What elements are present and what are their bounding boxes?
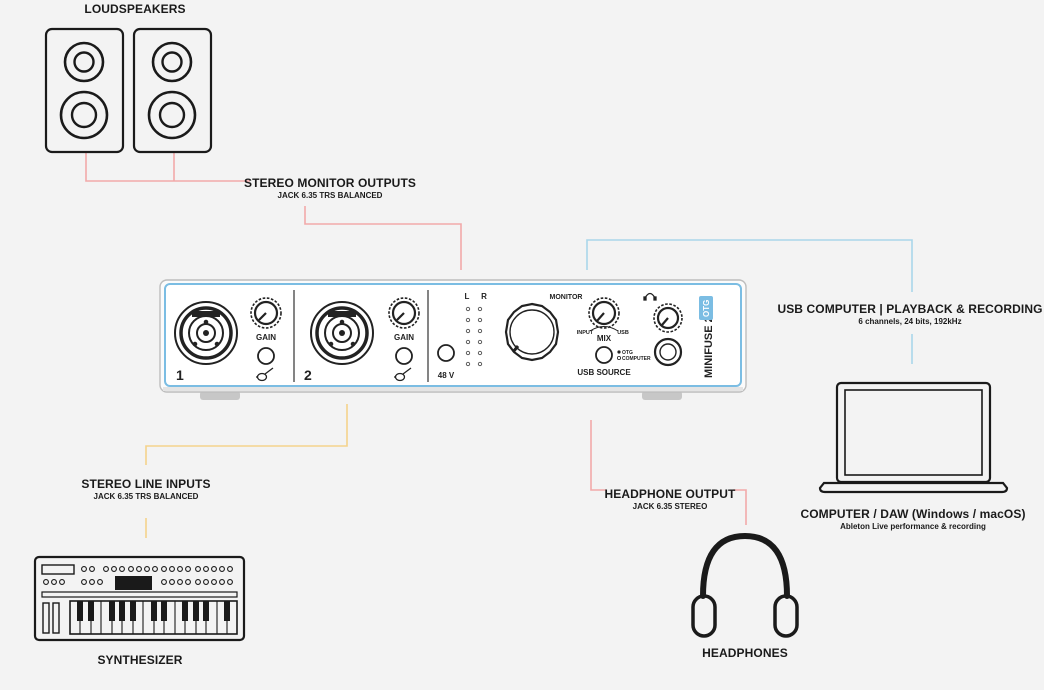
otg-indicator — [617, 350, 621, 354]
headphone-output-label: HEADPHONE OUTPUT JACK 6.35 STEREO — [600, 488, 740, 511]
mix-knob[interactable] — [588, 297, 620, 332]
laptop-icon — [818, 381, 1009, 494]
headphones-icon — [691, 532, 799, 638]
phantom-power-label: 48 V — [438, 371, 455, 380]
monitor-output-lines — [85, 152, 747, 525]
gain-knob-1[interactable] — [250, 297, 282, 329]
headphones-label: HEADPHONES — [685, 647, 805, 659]
usb-computer-title: USB COMPUTER | PLAYBACK & RECORDING — [777, 302, 1043, 316]
stereo-monitor-outputs-title: STEREO MONITOR OUTPUTS — [244, 176, 416, 190]
headphone-jack[interactable] — [653, 337, 683, 367]
mix-input-label: INPUT — [577, 330, 594, 336]
audio-interface: GAIN 1 GAIN — [159, 279, 747, 400]
meter-label-right: R — [481, 292, 487, 301]
channel-number-1: 1 — [176, 367, 184, 383]
loudspeakers-title: LOUDSPEAKERS — [84, 2, 186, 16]
monitor-label: MONITOR — [550, 294, 583, 301]
usb-computer-subtitle: 6 channels, 24 bits, 192kHz — [858, 317, 962, 326]
synthesizer-icon — [33, 555, 246, 642]
level-meter — [465, 306, 483, 367]
loudspeakers-label: LOUDSPEAKERS — [70, 3, 200, 15]
mix-usb-label: USB — [617, 330, 629, 336]
brand-badge-text: OTG — [702, 300, 711, 317]
stereo-line-inputs-label: STEREO LINE INPUTS JACK 6.35 TRS BALANCE… — [66, 478, 226, 501]
instrument-button-1[interactable] — [257, 347, 275, 365]
stereo-monitor-outputs-label: STEREO MONITOR OUTPUTS JACK 6.35 TRS BAL… — [230, 177, 430, 200]
loudspeaker-icon — [132, 27, 213, 154]
combo-input-1[interactable] — [174, 301, 238, 365]
gain-label-2: GAIN — [394, 333, 414, 342]
brand-badge — [699, 296, 713, 320]
usb-source-label: USB SOURCE — [577, 368, 631, 377]
synthesizer-label: SYNTHESIZER — [80, 654, 200, 666]
usb-computer-label: USB COMPUTER | PLAYBACK & RECORDING 6 ch… — [775, 303, 1044, 326]
headphone-output-subtitle: JACK 6.35 STEREO — [632, 502, 708, 511]
headphone-knob[interactable] — [653, 303, 683, 333]
instrument-button-2[interactable] — [395, 347, 413, 365]
mix-label: MIX — [597, 334, 612, 343]
channel-number-2: 2 — [304, 367, 312, 383]
phantom-power-button[interactable] — [437, 344, 455, 362]
stereo-monitor-outputs-subtitle: JACK 6.35 TRS BALANCED — [277, 191, 383, 200]
brand-name: MINIFUSE 2 — [703, 316, 715, 378]
computer-daw-subtitle: Ableton Live performance & recording — [840, 522, 986, 531]
gain-knob-2[interactable] — [388, 297, 420, 329]
stereo-line-inputs-title: STEREO LINE INPUTS — [81, 477, 211, 491]
computer-daw-title: COMPUTER / DAW (Windows / macOS) — [800, 507, 1026, 521]
headphone-output-title: HEADPHONE OUTPUT — [604, 487, 736, 501]
combo-input-2[interactable] — [310, 301, 374, 365]
headphones-title: HEADPHONES — [702, 646, 788, 660]
meter-label-left: L — [465, 292, 470, 301]
computer-label: COMPUTER — [622, 356, 651, 362]
otg-label: OTG — [622, 350, 633, 356]
usb-source-button[interactable] — [595, 346, 613, 364]
guitar-icon — [394, 367, 412, 382]
stereo-line-inputs-subtitle: JACK 6.35 TRS BALANCED — [93, 492, 199, 501]
computer-indicator — [617, 355, 622, 360]
synthesizer-title: SYNTHESIZER — [97, 653, 183, 667]
gain-label-1: GAIN — [256, 333, 276, 342]
headphones-symbol-icon — [643, 292, 657, 301]
computer-daw-label: COMPUTER / DAW (Windows / macOS) Ableton… — [793, 508, 1033, 531]
monitor-knob[interactable] — [504, 302, 560, 362]
loudspeaker-icon — [44, 27, 125, 154]
guitar-icon — [256, 367, 274, 382]
usb-lines — [586, 239, 913, 364]
line-input-lines — [145, 404, 348, 538]
